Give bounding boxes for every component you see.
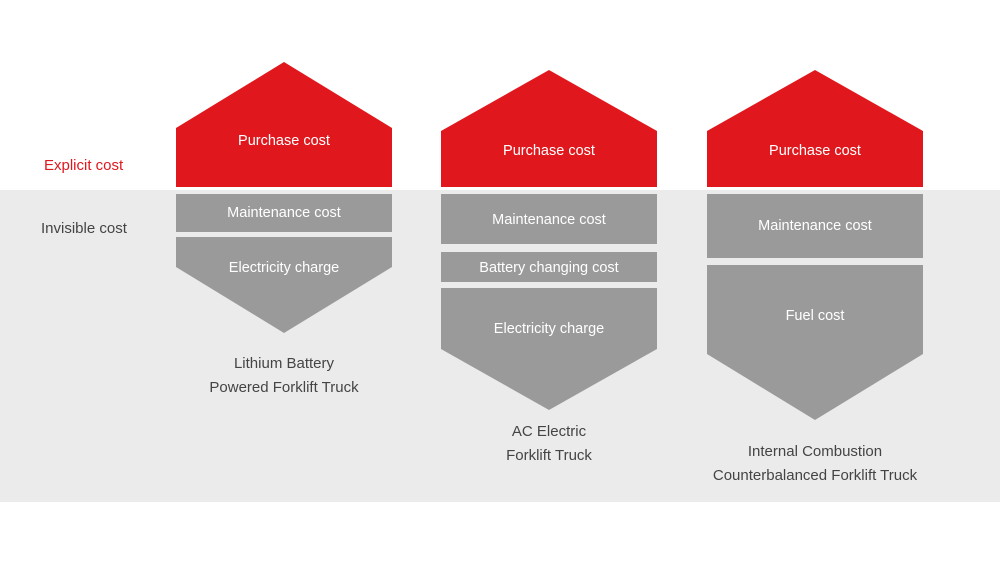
truck-2-battery-label: Battery changing cost <box>479 260 619 276</box>
truck-2-maintenance-shape <box>441 194 657 244</box>
truck-3-fuel-label: Fuel cost <box>785 308 845 324</box>
explicit-cost-label: Explicit cost <box>44 157 124 174</box>
truck-2-caption-line2: Forklift Truck <box>506 447 592 464</box>
truck-1-caption-line1: Lithium Battery <box>233 355 335 372</box>
truck-2-purchase-shape <box>441 70 657 187</box>
truck-3-maintenance-label: Maintenance cost <box>758 218 872 234</box>
truck-1-caption-line2: Powered Forklift Truck <box>209 379 359 396</box>
truck-2-electricity-shape <box>441 288 657 410</box>
truck-3-maintenance-shape <box>707 194 923 258</box>
truck-3-purchase-label: Purchase cost <box>769 143 861 159</box>
truck-3-caption-line2: Counterbalanced Forklift Truck <box>712 467 918 484</box>
truck-2-battery-shape <box>441 252 657 282</box>
truck-1-caption: Lithium Battery Powered Forklift Truck <box>209 352 358 400</box>
truck-1-electricity-shape <box>176 237 392 333</box>
invisible-cost-label: Invisible cost <box>41 220 127 237</box>
truck-2-maintenance-label: Maintenance cost <box>492 212 606 228</box>
truck-2-caption: AC Electric Forklift Truck <box>506 420 592 468</box>
truck-3-caption: Internal Combustion Counterbalanced Fork… <box>713 440 917 488</box>
truck-3-caption-line1: Internal Combustion <box>747 443 883 460</box>
truck-2-purchase-label: Purchase cost <box>503 143 595 159</box>
truck-2-caption-line1: AC Electric <box>511 423 587 440</box>
truck-1-maintenance-shape <box>176 194 392 232</box>
truck-1-maintenance-label: Maintenance cost <box>227 205 341 221</box>
truck-1-purchase-label: Purchase cost <box>238 133 330 149</box>
truck-3-fuel-shape <box>707 265 923 420</box>
truck-3-purchase-shape <box>707 70 923 187</box>
truck-1-electricity-label: Electricity charge <box>228 260 340 276</box>
truck-2-electricity-label: Electricity charge <box>493 321 605 337</box>
truck-1-purchase-shape <box>176 62 392 187</box>
